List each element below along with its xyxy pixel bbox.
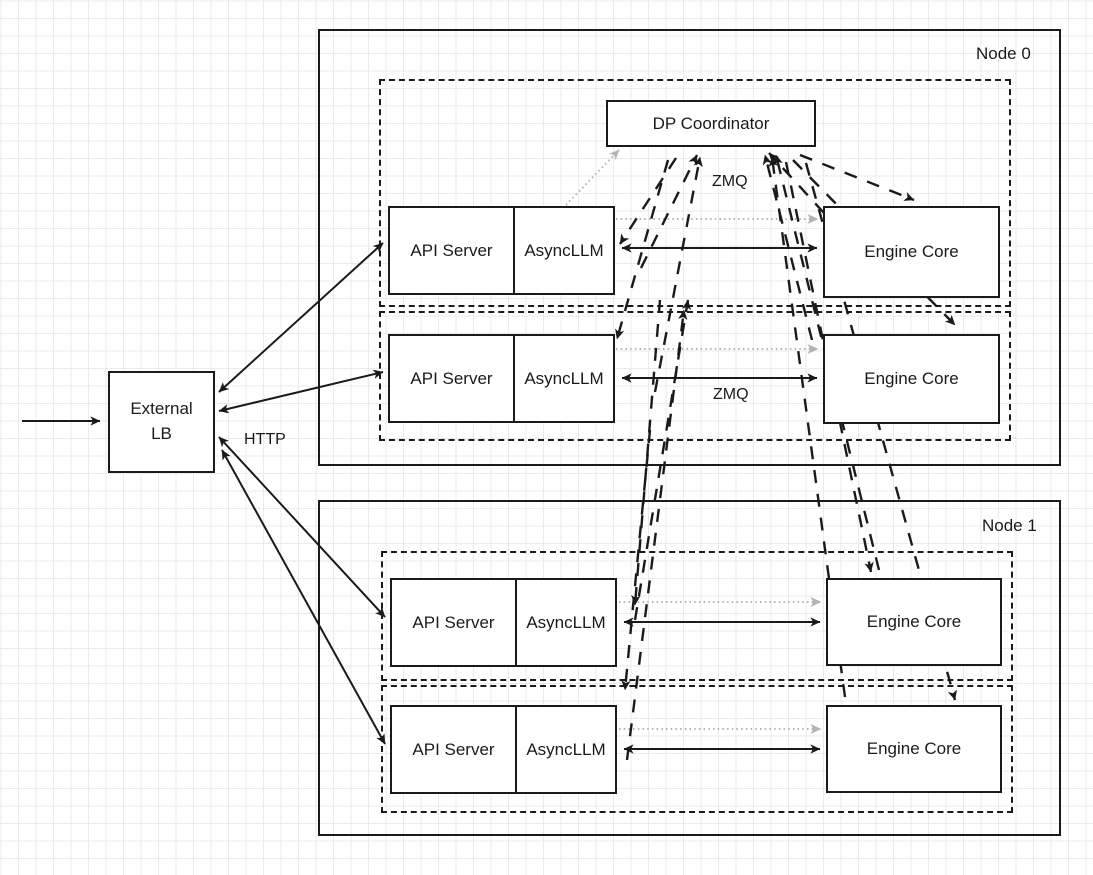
edge-label-http: HTTP	[244, 431, 286, 448]
external-lb-label-line2: LB	[151, 424, 172, 443]
external-lb-label-line1: External	[130, 399, 193, 419]
node-container-node1	[318, 500, 1061, 836]
dp-rank-group-node0-rank1	[379, 311, 1011, 441]
dp-rank-group-node1-rank0	[381, 551, 1013, 681]
async-llm-label-node1-rank1: AsyncLLM	[515, 707, 615, 792]
dp-rank-group-node1-rank1	[381, 685, 1013, 813]
engine-core-box-node1-rank1[interactable]: Engine Core	[826, 705, 1002, 793]
node-label-node1: Node 1	[982, 516, 1037, 535]
async-llm-label-node1-rank0: AsyncLLM	[515, 580, 615, 665]
async-llm-label-node0-rank1: AsyncLLM	[513, 336, 613, 421]
edge-label-zmq-mid: ZMQ	[713, 386, 749, 403]
dp-coordinator-box[interactable]: DP Coordinator	[606, 100, 816, 147]
external-lb-box[interactable]: External LB	[108, 371, 215, 473]
node-container-node0	[318, 29, 1061, 466]
api-server-box-node1-rank0[interactable]: API Server AsyncLLM	[390, 578, 617, 667]
api-server-box-node0-rank0[interactable]: API Server AsyncLLM	[388, 206, 615, 295]
edge-label-zmq-top: ZMQ	[712, 173, 748, 190]
engine-core-box-node0-rank0[interactable]: Engine Core	[823, 206, 1000, 298]
api-server-label-node0-rank1: API Server	[410, 368, 493, 388]
api-server-label-node0-rank0: API Server	[410, 240, 493, 260]
engine-core-box-node0-rank1[interactable]: Engine Core	[823, 334, 1000, 424]
node-label-node0: Node 0	[976, 44, 1031, 63]
api-server-label-node1-rank1: API Server	[412, 739, 495, 759]
api-server-box-node0-rank1[interactable]: API Server AsyncLLM	[388, 334, 615, 423]
dp-rank-group-node0-rank0	[379, 79, 1011, 307]
api-server-label-node1-rank0: API Server	[412, 612, 495, 632]
engine-core-box-node1-rank0[interactable]: Engine Core	[826, 578, 1002, 666]
api-server-box-node1-rank1[interactable]: API Server AsyncLLM	[390, 705, 617, 794]
async-llm-label-node0-rank0: AsyncLLM	[513, 208, 613, 293]
